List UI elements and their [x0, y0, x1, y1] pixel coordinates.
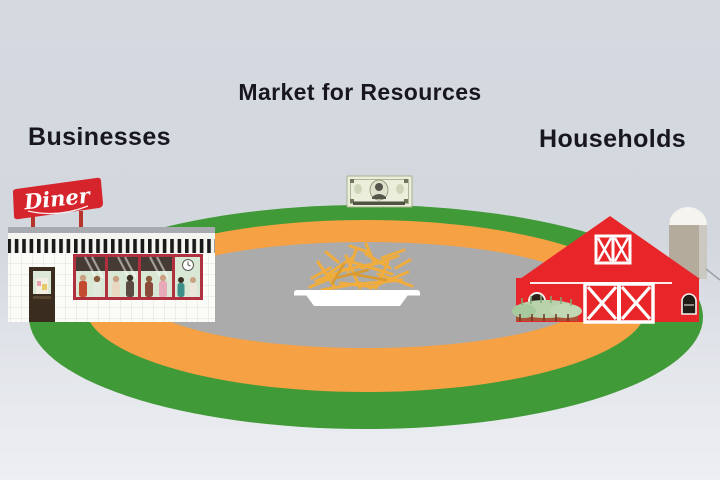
plate-icon [294, 290, 420, 306]
diner-building-icon: Diner [8, 177, 215, 322]
diner-customers [79, 274, 197, 297]
fries-pile-icon [308, 242, 414, 292]
diner-sign-post [79, 211, 83, 230]
barn-bushes [512, 295, 582, 321]
businesses-label: Businesses [28, 123, 171, 151]
diner-awning [8, 239, 215, 253]
diner-window [73, 254, 203, 300]
barn-side-window [681, 293, 697, 315]
barn-roof [520, 216, 700, 279]
page-title: Market for Resources [238, 79, 482, 105]
barn-icon [512, 216, 700, 324]
barn-doors [583, 282, 655, 324]
households-label: Households [539, 125, 687, 153]
diner-sign: Diner [12, 177, 103, 220]
diner-roof [8, 227, 215, 233]
barn-hayloft-window [594, 234, 632, 265]
diner-sign-post [31, 216, 35, 230]
diner-door [29, 267, 55, 322]
wall-clock-icon [182, 259, 194, 271]
dollar-bill-icon [346, 175, 413, 208]
silo-wire [705, 268, 720, 281]
